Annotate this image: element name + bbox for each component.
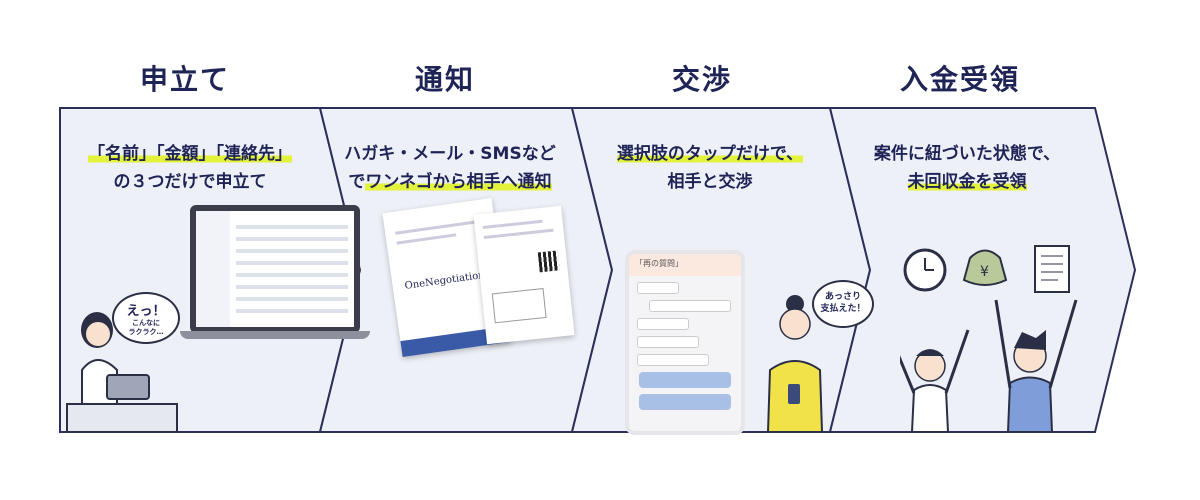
highlighted-text: ワンネゴから相手へ通知	[365, 172, 552, 192]
phone-negotiation-screen: 「再の質問」	[625, 250, 745, 435]
laptop-screen-illustration	[190, 205, 360, 333]
step-desc-line: 「名前」「金額」「連絡先」	[55, 140, 325, 168]
highlighted-text: 選択肢のタップだけで、	[616, 144, 804, 164]
cheering-woman	[900, 329, 970, 432]
postcard-back	[473, 205, 575, 345]
speech-bubble-3: あっさり 支払えた！	[812, 280, 874, 328]
document-icon	[1034, 245, 1070, 293]
highlighted-text: 「名前」「金額」「連絡先」	[88, 144, 292, 164]
step-desc-line: 案件に紐づいた状態で、	[832, 140, 1102, 168]
step-desc-2: ハガキ・メール・SMSなど でワンネゴから相手へ通知	[315, 140, 585, 196]
step-desc-line: ハガキ・メール・SMSなど	[315, 140, 585, 168]
phone-header: 「再の質問」	[629, 254, 741, 276]
person-at-desk-illustration	[66, 312, 178, 432]
postcard-logo-text: OneNegotiation	[404, 269, 486, 292]
step-desc-line: 未回収金を受領	[832, 168, 1102, 196]
step-desc-line: 相手と交渉	[575, 168, 845, 196]
step-desc-line: の３つだけで申立て	[55, 168, 325, 196]
step-title-1: 申立て	[139, 63, 230, 96]
step-desc-4: 案件に紐づいた状態で、 未回収金を受領	[832, 140, 1102, 196]
yen-purse-icon: ¥	[962, 249, 1008, 286]
cheering-man	[994, 299, 1078, 432]
step-title-3: 交渉	[671, 63, 732, 96]
bubble-sub-text: こんなに ラクラク…	[128, 319, 164, 336]
speech-bubble-1: えっ！ こんなに ラクラク…	[112, 292, 180, 344]
bubble-main-text: えっ！	[126, 304, 166, 319]
bubble-text-3: あっさり 支払えた！	[820, 292, 866, 314]
step-title-2: 通知	[414, 63, 475, 96]
person-with-phone-illustration	[766, 295, 824, 432]
step-title-4: 入金受領	[899, 63, 1020, 96]
step-desc-1: 「名前」「金額」「連絡先」 の３つだけで申立て	[55, 140, 325, 196]
desc-text: ハガキ・メール・SMSなど	[344, 144, 556, 164]
clock-icon	[903, 248, 947, 292]
highlighted-text: 未回収金を受領	[907, 172, 1027, 192]
desc-text: の３つだけで申立て	[113, 172, 267, 192]
step-desc-line: 選択肢のタップだけで、	[575, 140, 845, 168]
svg-text:¥: ¥	[980, 264, 989, 280]
qr-code-icon	[537, 250, 560, 273]
desc-text: で	[348, 172, 366, 192]
payment-received-illustration: ¥	[900, 245, 1078, 432]
desc-text: 案件に紐づいた状態で、	[873, 144, 1061, 164]
step-desc-3: 選択肢のタップだけで、 相手と交渉	[575, 140, 845, 196]
laptop-base	[180, 331, 370, 339]
step-desc-line: でワンネゴから相手へ通知	[315, 168, 585, 196]
desc-text: 相手と交渉	[667, 172, 753, 192]
